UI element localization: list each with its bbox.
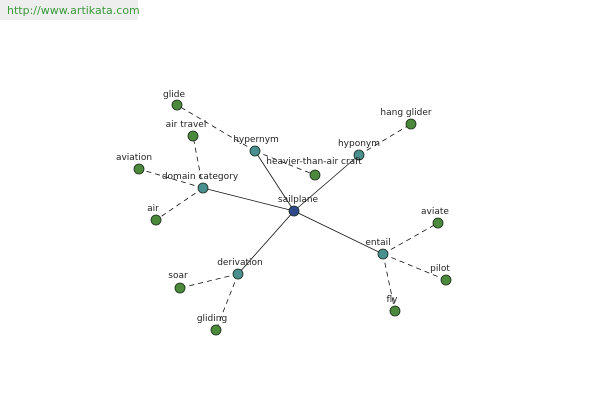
graph-labels: sailplane hypernym glide heavier-than-air c… xyxy=(116,90,450,324)
edge-entail xyxy=(293,210,384,255)
node-sailplane[interactable] xyxy=(288,205,300,217)
label-heavier-than-air-craft: heavier-than-air craft xyxy=(266,157,362,167)
label-entail: entail xyxy=(365,238,390,248)
edge-air xyxy=(155,187,204,221)
label-air-travel: air travel xyxy=(166,120,207,130)
label-gliding: gliding xyxy=(197,314,227,324)
label-aviation: aviation xyxy=(116,153,152,163)
node-fly[interactable] xyxy=(389,305,401,317)
edge-domain-category xyxy=(202,187,295,212)
edge-hang-glider xyxy=(358,123,412,156)
label-domain-category: domain category xyxy=(162,172,239,182)
node-aviation[interactable] xyxy=(133,163,145,175)
label-air: air xyxy=(147,204,159,214)
node-glide[interactable] xyxy=(171,99,183,111)
label-glide: glide xyxy=(163,90,185,100)
edge-pilot xyxy=(382,253,447,281)
node-hyponym[interactable] xyxy=(353,149,365,161)
label-aviate: aviate xyxy=(421,207,449,217)
label-hang-glider: hang glider xyxy=(380,108,431,118)
edge-fly xyxy=(382,253,396,312)
label-soar: soar xyxy=(168,271,188,281)
node-pilot[interactable] xyxy=(440,274,452,286)
label-derivation: derivation xyxy=(217,258,263,268)
site-url-link[interactable]: http://www.artikata.com xyxy=(7,4,140,17)
label-pilot: pilot xyxy=(430,264,450,274)
edge-gliding xyxy=(215,273,239,331)
url-bar: http://www.artikata.com xyxy=(0,0,140,20)
node-aviate[interactable] xyxy=(432,217,444,229)
node-hypernym[interactable] xyxy=(249,145,261,157)
label-sailplane: sailplane xyxy=(278,195,319,205)
edge-hyponym xyxy=(293,154,360,212)
node-domain-category[interactable] xyxy=(197,182,209,194)
node-air-travel[interactable] xyxy=(187,130,199,142)
graph-nodes xyxy=(133,99,452,336)
graph-edges xyxy=(138,104,447,331)
node-gliding[interactable] xyxy=(210,324,222,336)
label-hypernym: hypernym xyxy=(233,135,279,145)
edge-aviate xyxy=(382,222,439,255)
edge-aviation xyxy=(138,168,204,189)
node-hang-glider[interactable] xyxy=(405,118,417,130)
node-entail[interactable] xyxy=(377,248,389,260)
node-heavier-than-air-craft[interactable] xyxy=(309,169,321,181)
edge-soar xyxy=(179,273,239,289)
edge-derivation xyxy=(237,210,295,275)
label-hyponym: hyponym xyxy=(338,139,380,149)
node-soar[interactable] xyxy=(174,282,186,294)
edge-heavier-than-air-craft xyxy=(254,150,316,176)
label-fly: fly xyxy=(387,295,399,305)
edge-glide xyxy=(176,104,256,152)
node-derivation[interactable] xyxy=(232,268,244,280)
edge-hypernym xyxy=(254,150,295,212)
node-air[interactable] xyxy=(150,214,162,226)
